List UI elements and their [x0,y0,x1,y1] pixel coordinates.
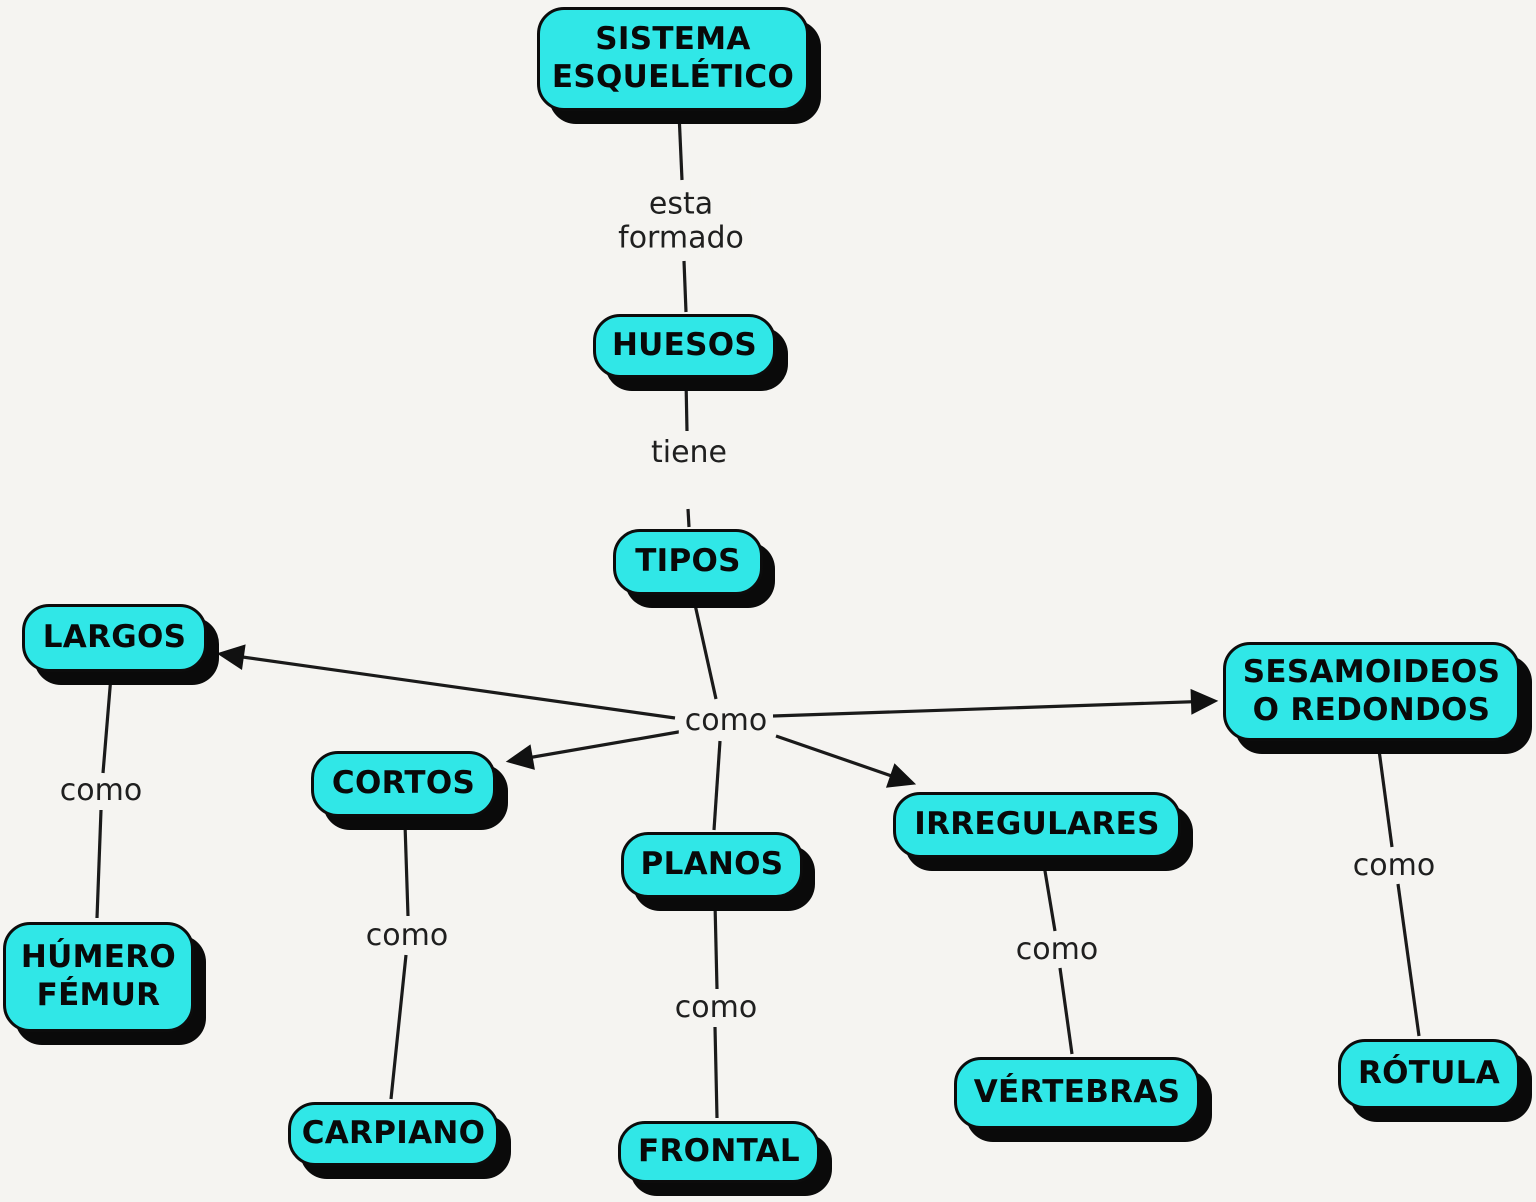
edge-label-tiene: tiene [644,436,734,470]
node-label: SESAMOIDEOS O REDONDOS [1242,653,1501,728]
edge-sesamoideos-como [1377,749,1394,848]
edge-label-como-planos: como [668,991,764,1025]
edge-label-esta-formado: esta formado [612,187,750,255]
node-huesos: HUESOS [593,314,776,378]
node-irregulares: IRREGULARES [893,792,1181,858]
node-frontal: FRONTAL [618,1121,820,1183]
edge-huesos-tipos-b [686,508,691,528]
node-label: RÓTULA [1357,1055,1501,1092]
node-label: PLANOS [640,846,784,883]
edge-como-carpiano [389,954,408,1100]
edge-irregulares-como [1042,864,1057,932]
node-cortos: CORTOS [311,751,496,817]
edge-como-vertebras [1058,967,1074,1055]
edge-como-cortos [505,729,685,770]
node-tipos: TIPOS [613,529,763,595]
node-humero-femur: HÚMERO FÉMUR [3,922,194,1032]
edge-tipos-como [692,599,718,700]
node-sesamoideos-o-redondos: SESAMOIDEOS O REDONDOS [1223,642,1520,741]
node-label: SISTEMA ESQUELÉTICO [551,21,795,95]
edge-sistema-huesos-a [677,112,684,181]
node-sistema-esqueletico: SISTEMA ESQUELÉTICO [537,7,809,111]
edge-como-frontal [713,1026,719,1119]
node-label: TIPOS [635,543,741,580]
edge-como-largos [216,644,676,720]
node-carpiano: CARPIANO [288,1102,499,1166]
node-label: VÉRTEBRAS [973,1074,1181,1111]
node-label: IRREGULARES [914,806,1160,843]
node-rotula: RÓTULA [1338,1039,1520,1109]
edge-como-planos [712,740,722,831]
edge-label-como-hub: como [678,704,774,738]
edge-como-rotula [1396,883,1421,1037]
edge-label-como-cortos: como [359,919,455,953]
node-largos: LARGOS [22,604,207,672]
node-planos: PLANOS [621,832,803,898]
edge-huesos-tipos-a [684,379,689,432]
edge-label-como-sesamoideos: como [1346,849,1442,883]
node-label: HÚMERO FÉMUR [20,939,177,1013]
node-label: LARGOS [42,619,187,656]
edge-label-como-largos: como [53,774,149,808]
edge-planos-como [713,902,719,990]
edge-label-como-irregulares: como [1009,933,1105,967]
edge-como-humero [95,809,103,919]
node-label: FRONTAL [638,1133,800,1170]
edge-largos-como [101,675,113,774]
edge-sistema-huesos-b [682,260,688,313]
edge-cortos-como [403,823,410,917]
edge-como-irregulares [775,734,917,788]
node-label: CARPIANO [301,1115,486,1152]
node-vertebras: VÉRTEBRAS [954,1057,1200,1129]
edge-como-sesamoideos [772,688,1219,718]
node-label: CORTOS [331,765,476,802]
node-label: HUESOS [611,327,758,364]
